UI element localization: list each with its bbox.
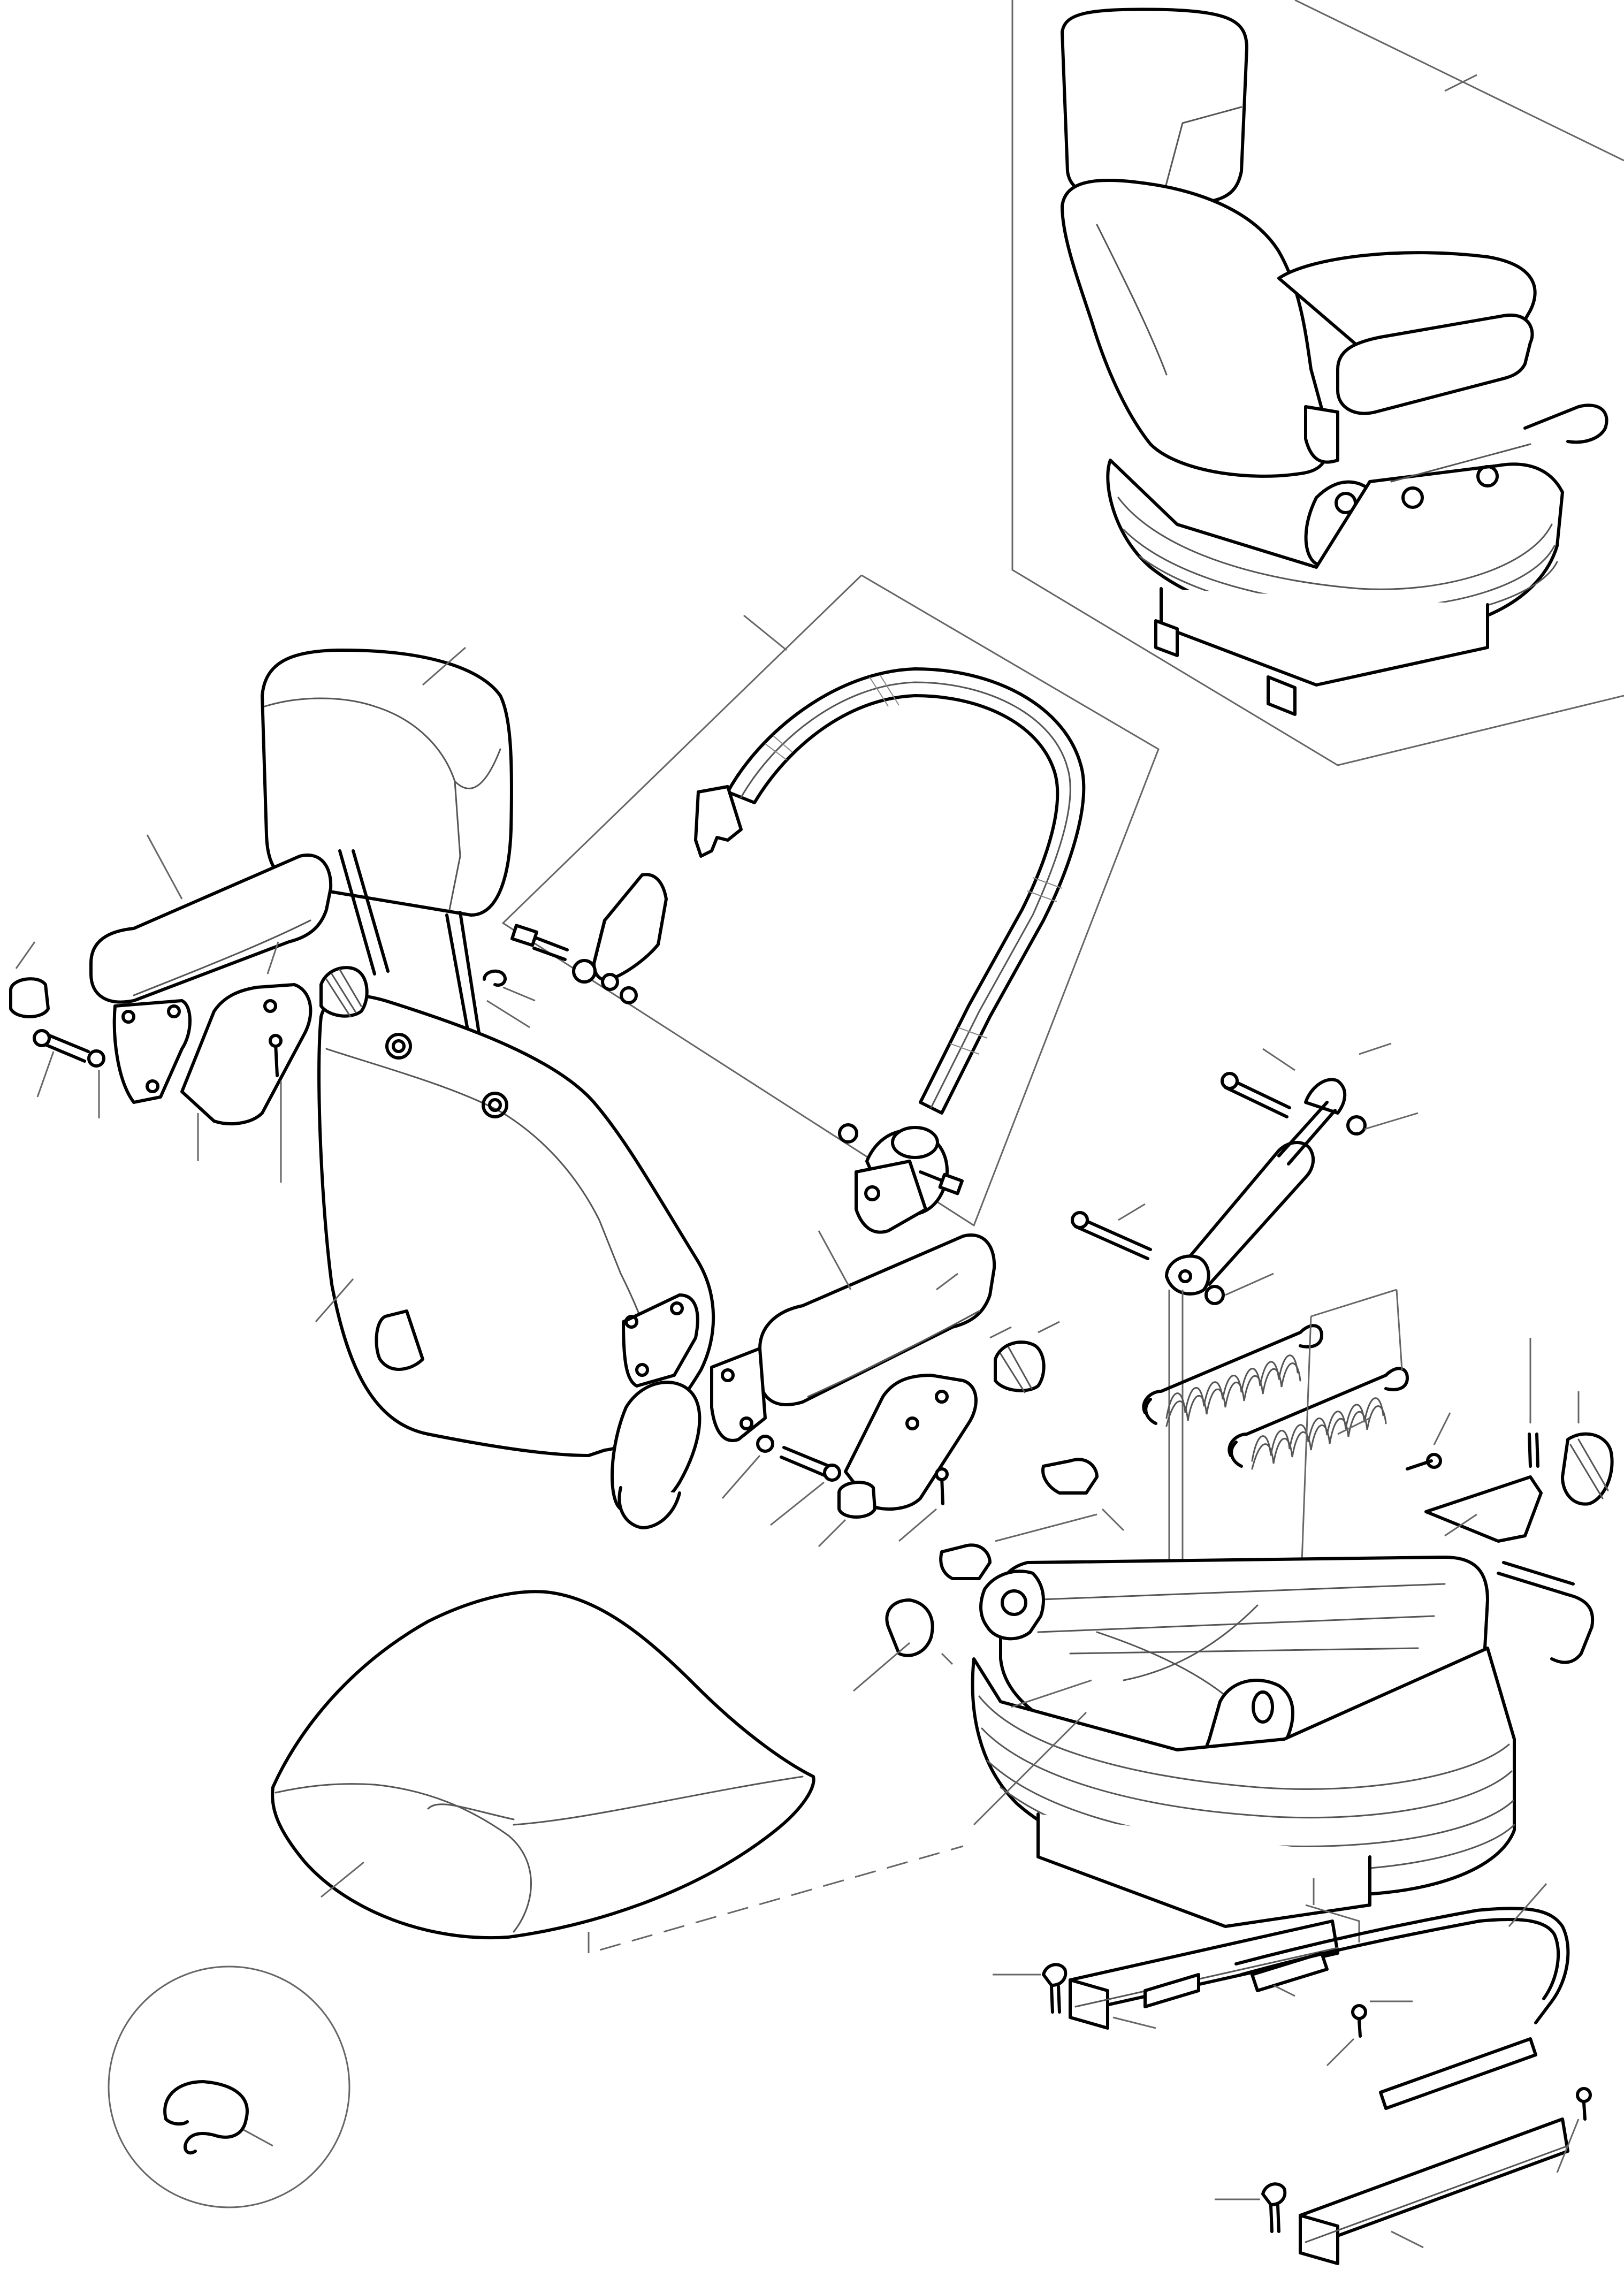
gas-spring [1071,1042,1419,1691]
seat-cushion [271,1590,964,1954]
right-armrest [710,1230,1060,1548]
headrest [261,646,513,1034]
left-armrest [9,834,530,1183]
tension-springs [1142,1289,1409,1606]
backrest [315,994,715,1529]
suspension-base [853,1338,1614,1928]
seat-belt [501,574,1160,1234]
slide-rails [993,1878,1592,2265]
clip-detail [108,969,536,2208]
assembled-seat-inset [1011,0,1624,766]
